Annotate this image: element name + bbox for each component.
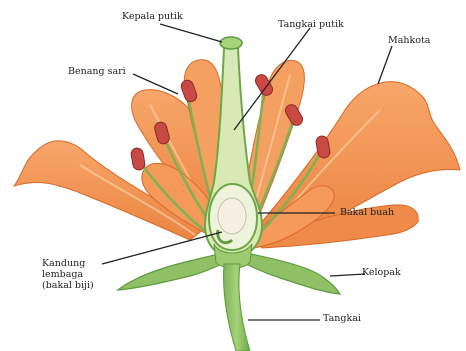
- stigma: [220, 37, 242, 49]
- label-kandung-lembaga-line2: lembaga: [42, 269, 94, 280]
- label-mahkota: Mahkota: [388, 35, 430, 46]
- leader-mahkota: [378, 46, 392, 84]
- label-kandung-lembaga: Kandung lembaga (bakal biji): [42, 258, 94, 291]
- label-kelopak: Kelopak: [362, 267, 401, 278]
- label-bakal-buah: Bakal buah: [340, 207, 394, 218]
- label-tangkai-putik: Tangkai putik: [278, 19, 344, 30]
- sepal-right: [238, 252, 340, 294]
- leader-kepala-putik: [160, 24, 222, 42]
- label-kandung-lembaga-line1: Kandung: [42, 258, 94, 269]
- sepal-left: [118, 252, 230, 290]
- label-benang-sari: Benang sari: [68, 66, 126, 77]
- label-tangkai: Tangkai: [323, 313, 361, 324]
- label-kepala-putik: Kepala putik: [122, 11, 183, 22]
- ovule: [218, 198, 246, 234]
- stalk: [224, 264, 251, 351]
- anther: [130, 147, 146, 171]
- label-kandung-lembaga-line3: (bakal biji): [42, 280, 94, 291]
- leader-kelopak: [330, 274, 365, 276]
